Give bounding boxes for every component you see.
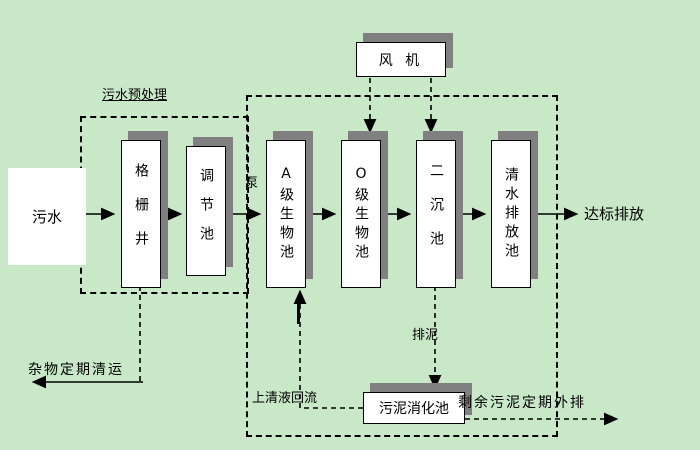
pump-label: 泵 <box>245 176 259 191</box>
pretreatment-label: 污水预处理 <box>102 88 168 103</box>
clear-water-discharge-label: 清水排放池 <box>503 166 519 262</box>
sludge-digester-box: 污泥消化池 <box>363 392 465 424</box>
biological-treatment-group-box <box>246 95 558 437</box>
regulating-tank: 调节池 <box>186 146 226 276</box>
o-bio-tank-label: O级生物池 <box>353 165 369 263</box>
debris-removal-label: 杂物定期清运 <box>28 362 124 378</box>
blower-label: 风 机 <box>378 52 424 69</box>
regulating-tank-label: 调节池 <box>198 167 214 255</box>
sludge-digester-label: 污泥消化池 <box>379 401 449 417</box>
a-bio-tank: A级生物池 <box>266 140 306 288</box>
text-cursor-artifact <box>297 303 300 324</box>
secondary-clarifier-tank: 二沉池 <box>416 140 456 288</box>
clear-water-discharge-tank: 清水排放池 <box>491 140 531 288</box>
influent-label: 污水 <box>31 208 62 226</box>
grid-well-tank: 格栅井 <box>121 140 161 288</box>
effluent-label: 达标排放 <box>584 205 645 223</box>
grid-well-label: 格栅井 <box>133 163 149 265</box>
o-bio-tank: O级生物池 <box>341 140 381 288</box>
influent-box: 污水 <box>8 168 86 265</box>
secondary-clarifier-label: 二沉池 <box>428 163 444 265</box>
excess-sludge-label: 剩余污泥定期外排 <box>458 395 586 411</box>
sludge-discharge-label: 排泥 <box>412 328 439 343</box>
supernatant-return-label: 上清液回流 <box>252 391 318 406</box>
blower-box: 风 机 <box>356 42 446 77</box>
dashed-arrow-supernatant-return <box>293 289 363 409</box>
a-bio-tank-label: A级生物池 <box>278 165 294 263</box>
